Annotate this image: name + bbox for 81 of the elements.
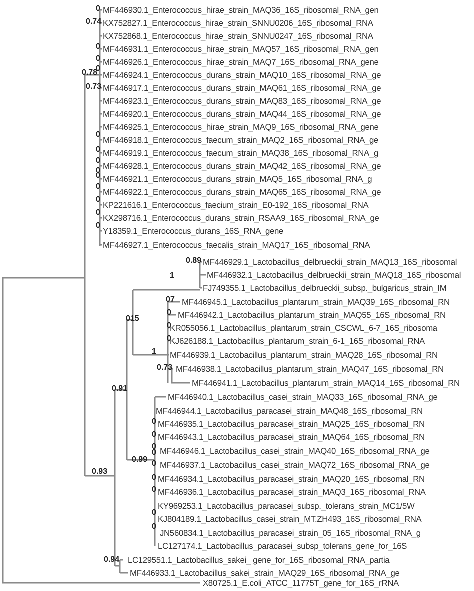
taxon-label: KY969253.1_Lactobacillus_paracasei_subsp._tolerans_strain_MC1/5W	[158, 501, 415, 511]
taxon-label: KX298716.1_Enterococcus_durans_strain_RSAA9_16S_ribosomal_RNA_ge	[103, 213, 380, 223]
taxon-label: MF446917.1_Enterococcus_durans_strain_MAQ61_16S_ribosomal_RNA_ge	[103, 83, 382, 93]
taxon-label: MF446920.1_Enterococcus_durans_strain_MAQ44_16S_ribosomal_RNA_ge	[103, 109, 382, 119]
taxon-label: MF446942.1_Lactobacillus_plantarum_strain_MAQ55_16S_ribosomal_RN	[178, 310, 446, 320]
taxon-label: KJ626188.1_Lactobacillus_plantarum_strain_6-1_16S_ribosomal_RNA	[170, 336, 425, 346]
taxon-label: MF446940.1_Lactobacillus_casei_strain_MAQ33_16S_ribosomal_RNA_ge	[168, 392, 438, 402]
taxon-label: MF446929.1_Lactobacillus_delbrueckii_strain_MAQ13_16S_ribosomal	[203, 257, 458, 267]
support-value: 0.94	[104, 554, 120, 564]
taxon-label: MF446945.1_Lactobacillus_plantarum_strain_MAQ39_16S_ribosomal_RN	[182, 297, 450, 307]
support-value: 0	[167, 334, 172, 342]
support-value: 0.73	[86, 82, 102, 90]
support-value: 0	[152, 442, 156, 450]
taxon-label: MF446937.1_Lactobacillus_casei_strain_MAQ72_16S_ribosomal_RNA_ge	[160, 460, 430, 470]
taxon-label: MF446930.1_Enterococcus_hirae_strain_MAQ36_16S_ribosomal_RNA_gen	[103, 5, 379, 15]
taxon-label: MF446919.1_Enterococcus_faecum_strain_MAQ38_16S_ribosomal_RNA_g	[103, 148, 378, 158]
support-value: 0	[96, 220, 100, 230]
support-value: 0	[152, 508, 156, 516]
taxon-label: MF446932.1_Lactobacillus_delbrueckii_strain_MAQ18_16S_ribosomal	[207, 270, 462, 280]
support-value: 0	[96, 208, 100, 216]
support-value: 0	[152, 472, 156, 482]
taxon-label: Y18359.1_Enterococcus_durans_16S_RNA_gene	[103, 226, 284, 236]
support-value: 0	[96, 54, 100, 62]
support-value: 0	[152, 484, 156, 494]
taxon-label: KX752827.1_Enterococcus_hirae_strain_SNNU0206_16S_ribosomal_RNA	[103, 18, 374, 28]
support-value: 0	[96, 144, 100, 154]
support-value: 1	[170, 270, 174, 280]
support-value: 07	[166, 294, 175, 304]
support-value: 0.91	[112, 384, 128, 392]
taxon-label: MF446921.1_Enterococcus_durans_strain_MAQ5_16S_ribosomal_RNA_g	[103, 174, 372, 184]
support-value: 015	[126, 314, 140, 322]
support-value: 0	[167, 308, 172, 316]
taxon-label: MF446943.1_Lactobacillus_paracasei_strain_MAQ64_16S_ribosomal_RN	[158, 432, 425, 442]
taxon-label: MF446923.1_Enterococcus_durans_strain_MAQ83_16S_ribosomal_RNA_ge	[103, 96, 382, 106]
taxon-label: MF446934.1_Lactobacillus_paracasei_strain_MAQ20_16S_ribosomal_RN	[158, 474, 425, 484]
support-value: 0.73	[157, 362, 173, 372]
support-value: 0	[96, 170, 100, 180]
taxon-label: MF446925.1_Enterococcus_hirae_strain_MAQ9_16S_ribosomal_RNA_gene	[103, 122, 379, 132]
taxon-label: MF446933.1_Lactobacillus_sakei_strain_MAQ29_16S_ribosomal_RNA_ge	[130, 568, 400, 578]
taxon-label: FJ749355.1_Lactobacillus_delbrueckii_subsp._bulgaricus_strain_IM	[203, 283, 447, 293]
taxon-label: MF446926.1_Enterococcus_hirae_strain_MAQ7_16S_ribosomal_RNA_gene	[103, 57, 379, 67]
taxon-label: KX752868.1_Enterococcus_hirae_strain_SNNU0247_16S_ribosomal_RNA	[103, 31, 374, 41]
taxon-label: LC129551.1_Lactobacillus_sakei_ gene_for_16S_ribosomal_RNA_partia	[128, 555, 390, 565]
support-value: 0.74	[86, 16, 102, 26]
support-value: 0.99	[132, 454, 148, 464]
taxon-label: MF446938.1_Lactobacillus_plantarum_strain_MAQ47_16S_ribosomal_RN	[176, 364, 444, 374]
support-value: 0	[96, 42, 100, 50]
taxon-label: KR055056.1_Lactobacillus_plantarum_strain_CSCWL_6-7_16S_ribosoma	[170, 323, 438, 333]
taxon-label: MF446935.1_Lactobacillus_paracasei_strain_MAQ25_16S_ribosomal_RN	[158, 419, 425, 429]
taxon-label: MF446927.1_Enterococcus_faecalis_strain_MAQ17_16S_ribosomal_RNA	[103, 240, 370, 250]
taxon-label: MF446944.1_Lactobacillus_paracasei_strain_MAQ48_16S_ribosomal_RN	[156, 406, 423, 416]
taxon-label: KP221616.1_Enterococcus_faecium_strain_E0-192_16S_ribosomal_RNA	[103, 200, 369, 210]
support-value: 0	[152, 448, 156, 456]
support-value: 0	[96, 4, 100, 12]
support-value: 0	[152, 430, 156, 438]
taxon-label: X80725.1_E.coli_ATCC_11775T_gene_for_16S_rRNA	[203, 578, 399, 588]
taxon-label: LC127174.1_Lactobacillus_paracasei_subsp_tolerans_gene_for_16S	[158, 541, 408, 551]
support-value: 0	[96, 130, 100, 138]
taxon-label: MF446946.1_Lactobacillus_casei_strain_MAQ40_16S_ribosomal_RNA_ge	[160, 446, 430, 456]
support-value: 0	[96, 182, 100, 190]
support-value: 1	[152, 346, 156, 356]
support-value: 0	[96, 64, 100, 72]
taxon-label: MF446941.1_Lactobacillus_plantarum_strain_MAQ14_16S_ribosomal_RN	[192, 378, 460, 388]
taxon-label: MF446939.1_Lactobacillus_plantarum_strain_MAQ28_16S_ribosomal_RN	[170, 350, 438, 360]
support-value: 0	[96, 194, 100, 204]
support-value: 0	[152, 522, 156, 530]
support-value: 0.78	[82, 68, 98, 76]
taxon-label: MF446931.1_Enterococcus_hirae_strain_MAQ57_16S_ribosomal_RNA_gen	[103, 44, 379, 54]
taxon-label: JN560834.1_Lactobacillus_paracasei_strain_05_16S_ribosomal_RNA_g	[160, 528, 421, 538]
taxon-label: MF446924.1_Enterococcus_durans_strain_MAQ10_16S_ribosomal_RNA_ge	[103, 70, 382, 80]
support-value: 0.93	[92, 466, 108, 476]
support-value: 0	[96, 156, 100, 164]
taxon-label: KJ804189.1_Lactobacillus_casei_strain_MT.ZH493_16S_ribosomal_RNA	[158, 514, 422, 524]
taxon-label: MF446928.1_Enterococcus_durans_strain_MAQ42_16S_ribosomal_RNA_ge	[103, 161, 382, 171]
taxon-label: MF446922.1_Enterococcus_durans_strain_MAQ65_16S_ribosomal_RNA_ge	[103, 187, 382, 197]
support-value: 0.89	[186, 256, 202, 264]
support-value: 0	[152, 458, 156, 468]
taxon-label: MF446918.1_Enterococcus_faecum_strain_MAQ2_16S_ribosomal_RNA_ge	[103, 135, 378, 145]
taxon-label: MF446936.1_Lactobacillus_paracasei_strain_MAQ3_16S_ribosomal_RNA	[158, 487, 426, 497]
support-value: 0	[167, 320, 172, 330]
support-value: 0	[152, 416, 156, 426]
